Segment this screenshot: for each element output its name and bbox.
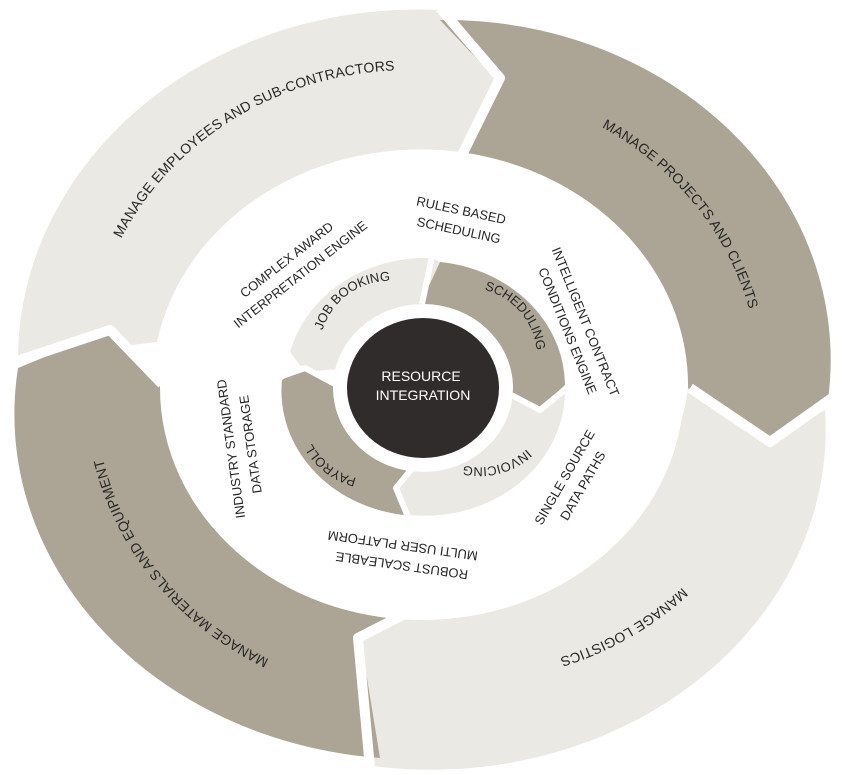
outer-ring: [14, 9, 831, 770]
center-label: RESOURCE INTEGRATION: [376, 368, 471, 403]
inner-segment-invoicing: [398, 390, 565, 516]
outer-segment-logistics: [360, 388, 826, 770]
outer-segment-materials: [14, 330, 433, 758]
center-hub: RESOURCE INTEGRATION: [333, 304, 513, 472]
inner-segment-job-booking: [290, 257, 440, 372]
inner-segment-payroll: [281, 366, 412, 515]
outer-segment-projects: [440, 19, 831, 441]
outer-segment-employees: [18, 9, 495, 359]
